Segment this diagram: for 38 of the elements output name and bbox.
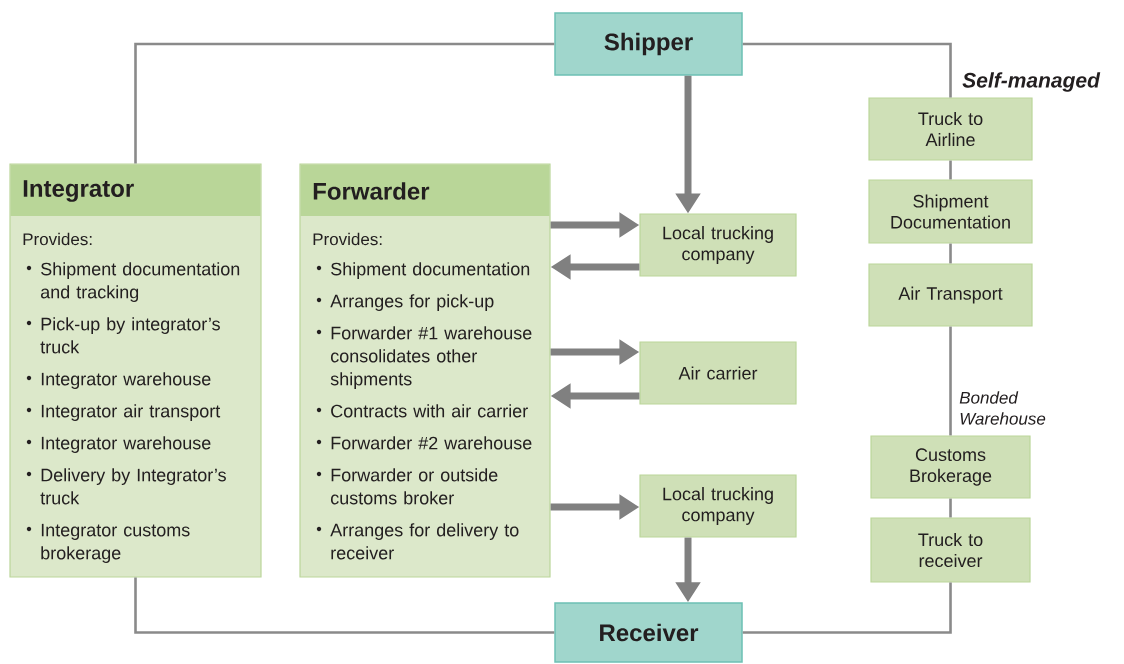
list-item: Forwarder #2 warehouse	[316, 436, 532, 450]
connector-line	[949, 243, 952, 264]
connector-line	[742, 582, 952, 634]
annotation: Self-managed	[962, 72, 1101, 92]
list-item: Arranges for pick-up	[316, 294, 494, 311]
process-box: Air Transport	[868, 263, 1033, 327]
list-item: Forwarder #1 warehouse consolidates other shipments	[316, 326, 532, 389]
connector-line	[742, 42, 952, 98]
connector-line	[949, 326, 952, 436]
list-item: Shipment documentation	[316, 262, 530, 279]
panel-heading: Forwarder	[313, 182, 430, 200]
list-item: Arranges for delivery to receiver	[316, 523, 519, 560]
list-item: Integrator warehouse	[26, 436, 211, 453]
list-item: Shipment documentation and tracking	[26, 262, 240, 302]
list-item: Delivery by Integrator’s truck	[26, 468, 226, 505]
list-item: Forwarder or outside customs broker	[316, 468, 498, 505]
panel-subheading: Provides:	[23, 232, 92, 246]
list-item: Integrator air transport	[26, 404, 221, 421]
panel-subheading: Provides:	[313, 232, 382, 246]
terminal-box: Receiver	[554, 602, 743, 663]
process-box: Customs Brokerage	[870, 435, 1031, 499]
process-box: Shipment Documentation	[868, 179, 1033, 244]
connector-line	[949, 160, 952, 180]
annotation: Bonded Warehouse	[959, 391, 1046, 425]
list-item: Integrator warehouse	[26, 372, 211, 389]
list-item: Contracts with air carrier	[316, 404, 528, 418]
process-box: Truck to receiver	[870, 517, 1031, 583]
connector-line	[949, 498, 952, 518]
list-item: Integrator customs brokerage	[26, 523, 190, 563]
process-box: Local trucking company	[639, 474, 797, 538]
connector-line	[134, 42, 555, 164]
list-item: Pick-up by integrator’s truck	[26, 317, 220, 354]
process-box: Air carrier	[639, 341, 797, 405]
process-box: Truck to Airline	[868, 97, 1033, 161]
process-box: Local trucking company	[639, 213, 797, 277]
panel-heading: Integrator	[23, 180, 134, 202]
terminal-box: Shipper	[554, 12, 743, 76]
connector-line	[134, 577, 555, 634]
